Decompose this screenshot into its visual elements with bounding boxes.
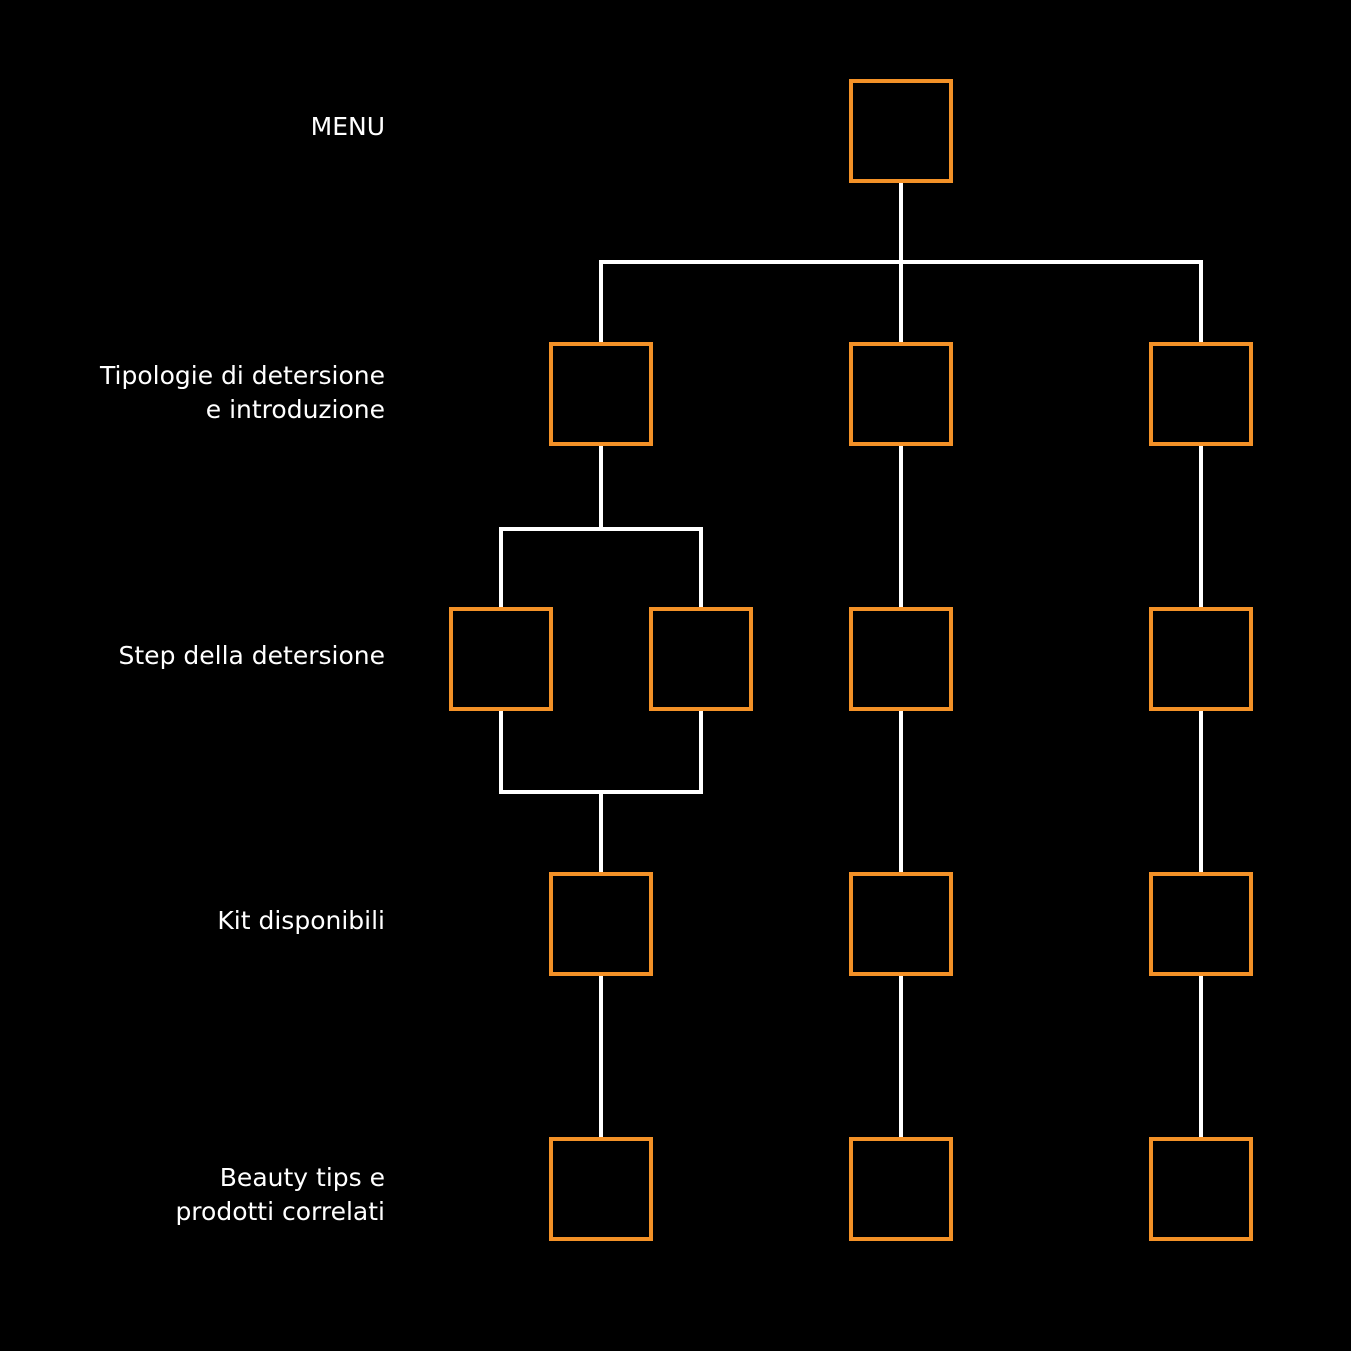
connector-a1-to-a2-left	[499, 444, 603, 609]
connectors	[499, 181, 1203, 1139]
node-box-b2	[849, 607, 953, 711]
level-label-tipologie: Tipologie di detersione e introduzione	[5, 359, 385, 427]
level-label-line: Beauty tips e	[219, 1163, 385, 1192]
level-label-line: Step della detersione	[118, 641, 385, 670]
node-box-a2-left	[449, 607, 553, 711]
level-label-menu: MENU	[5, 110, 385, 144]
connector-menu-to-a1	[599, 181, 903, 344]
node-box-a3	[549, 872, 653, 976]
level-label-line: MENU	[310, 112, 385, 141]
node-box-b4	[849, 1137, 953, 1241]
level-label-kit: Kit disponibili	[5, 904, 385, 938]
node-box-a1	[549, 342, 653, 446]
level-label-line: e introduzione	[205, 395, 385, 424]
node-box-c2	[1149, 607, 1253, 711]
level-label-step: Step della detersione	[5, 639, 385, 673]
node-box-menu	[849, 79, 953, 183]
connector-a2-left-to-a3	[499, 709, 603, 874]
level-label-line: Kit disponibili	[217, 906, 385, 935]
connector-a1-to-a2-right	[599, 444, 703, 609]
level-label-line: prodotti correlati	[175, 1197, 385, 1226]
node-box-c1	[1149, 342, 1253, 446]
node-box-b1	[849, 342, 953, 446]
node-box-b3	[849, 872, 953, 976]
node-box-a2-right	[649, 607, 753, 711]
node-box-c4	[1149, 1137, 1253, 1241]
node-box-a4	[549, 1137, 653, 1241]
connector-a2-right-to-a3	[599, 709, 703, 874]
node-box-c3	[1149, 872, 1253, 976]
connector-menu-to-c1	[899, 181, 1203, 344]
nodes	[449, 79, 1253, 1241]
level-label-beauty: Beauty tips e prodotti correlati	[5, 1161, 385, 1229]
level-label-line: Tipologie di detersione	[100, 361, 385, 390]
